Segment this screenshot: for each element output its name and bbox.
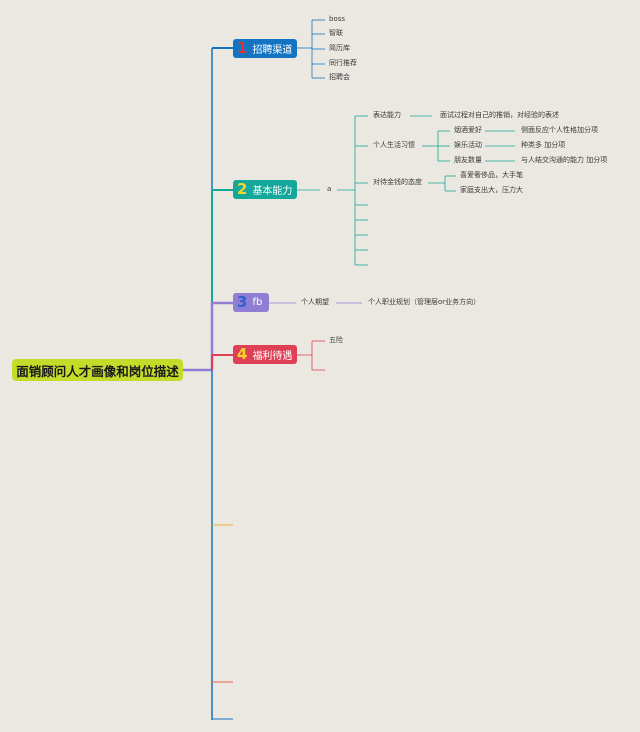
branch-label: 福利待遇 — [252, 351, 293, 362]
ability-expression-detail[interactable]: 面试过程对自己的推销，对经验的表述 — [440, 111, 559, 119]
branch-fb[interactable]: 3 fb — [233, 293, 269, 312]
branch-number: 2 — [237, 180, 248, 198]
fb-career-plan[interactable]: 个人职业规划（管理层or业务方向） — [368, 298, 481, 306]
habit-item[interactable]: 娱乐活动 — [454, 141, 482, 149]
branch-number: 4 — [237, 345, 248, 363]
habit-item-detail[interactable]: 种类多 加分项 — [521, 141, 566, 149]
channel-item[interactable]: 同行推荐 — [329, 59, 357, 67]
branch-number: 1 — [237, 39, 248, 57]
money-item[interactable]: 家庭支出大，压力大 — [460, 186, 523, 194]
channel-item[interactable]: 简历库 — [329, 44, 350, 52]
channel-item[interactable]: boss — [329, 15, 346, 23]
channel-item[interactable]: 智联 — [329, 29, 343, 37]
branch-number: 3 — [237, 293, 248, 311]
habit-item-detail[interactable]: 侧面反应个人性格加分项 — [521, 126, 598, 134]
ability-money-attitude[interactable]: 对待金钱的态度 — [373, 178, 422, 186]
ability-expression[interactable]: 表达能力 — [373, 111, 401, 119]
branch-basic-abilities[interactable]: 2 基本能力 — [233, 180, 297, 199]
fb-expectation[interactable]: 个人期望 — [301, 298, 329, 306]
ability-note[interactable]: a — [327, 185, 332, 193]
habit-item-detail[interactable]: 与人结交沟通的能力 加分项 — [521, 156, 608, 164]
root-topic-label: 面销顾问人才画像和岗位描述 — [16, 363, 179, 379]
branch-label: fb — [252, 297, 263, 308]
branch-label: 基本能力 — [252, 186, 293, 197]
ability-habits[interactable]: 个人生活习惯 — [373, 141, 415, 149]
branch-recruitment-channels[interactable]: 1 招聘渠道 — [233, 39, 297, 58]
benefit-item[interactable]: 五险 — [329, 336, 343, 344]
root-topic[interactable]: 面销顾问人才画像和岗位描述 — [12, 359, 183, 381]
money-item[interactable]: 喜爱奢侈品，大手笔 — [460, 171, 523, 179]
habit-item[interactable]: 烟酒爱好 — [454, 126, 482, 134]
branch-label: 招聘渠道 — [252, 45, 293, 56]
channel-item[interactable]: 招聘会 — [329, 73, 350, 81]
branch-benefits[interactable]: 4 福利待遇 — [233, 345, 297, 364]
habit-item[interactable]: 朋友数量 — [454, 156, 482, 164]
